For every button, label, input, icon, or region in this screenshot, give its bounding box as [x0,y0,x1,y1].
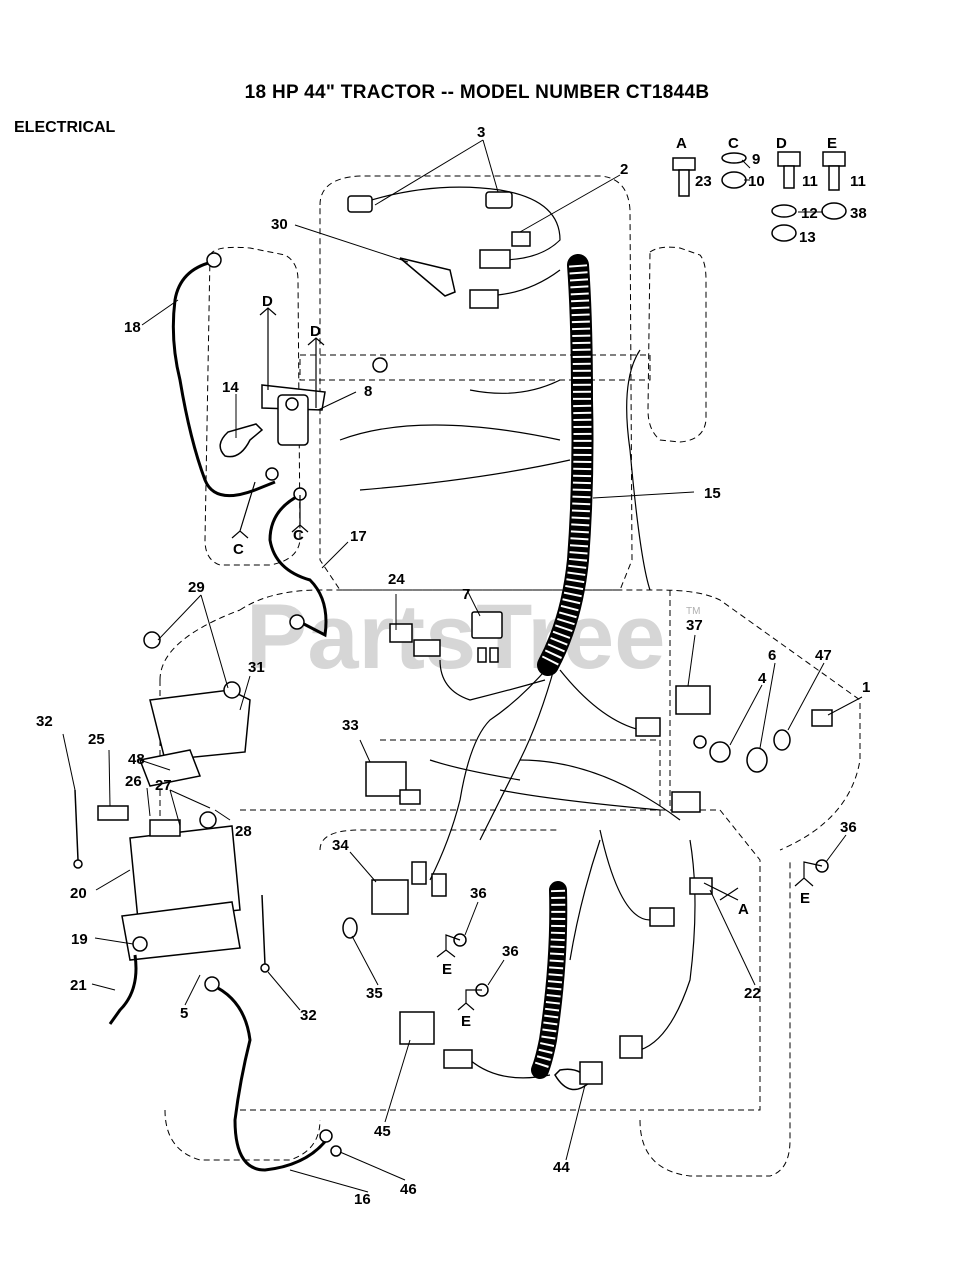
ignition-switch-group [471,611,503,663]
callout-27: 27 [155,777,172,794]
callout-19: 19 [71,931,88,948]
starter-solenoid [261,384,326,501]
callout-25: 25 [88,731,105,748]
ground-clips-36 [453,859,829,997]
callout-numbers: 1 2 3 4 5 6 7 8 14 15 16 17 18 19 20 21 … [36,124,870,1208]
hardware-key-a: A [676,135,687,152]
callout-16: 16 [354,1191,371,1208]
callout-21: 21 [70,977,87,994]
callout-46: 46 [400,1181,417,1198]
callout-14: 14 [222,379,239,396]
callout-32: 32 [300,1007,317,1024]
callout-17: 17 [350,528,367,545]
hour-meter [365,761,421,805]
callout-47: 47 [815,647,832,664]
grommet-35 [342,917,358,939]
hardware-part: 38 [850,205,867,222]
callout-30: 30 [271,216,288,233]
tractor-outline [159,175,861,1177]
ref-marker-c: C [233,541,244,558]
callout-7: 7 [462,586,470,603]
wiring [339,186,696,1079]
callout-24: 24 [388,571,405,588]
callout-22: 22 [744,985,761,1002]
callout-36: 36 [470,885,487,902]
callout-29: 29 [188,579,205,596]
ref-marker-e: E [442,961,452,978]
hardware-part: 12 [801,205,818,222]
callout-31: 31 [248,659,265,676]
battery-assembly [97,631,251,1025]
ref-marker-e: E [800,890,810,907]
callout-18: 18 [124,319,141,336]
hardware-key-e: E [827,135,837,152]
headlights [347,191,513,213]
callout-33: 33 [342,717,359,734]
callout-36: 36 [840,819,857,836]
hardware-key-c: C [728,135,739,152]
harness-conduit [537,254,594,676]
connectors-lower [554,907,675,1091]
ref-marker-d: D [310,323,321,340]
ref-marker-a: A [738,901,749,918]
hardware-part: 11 [802,173,818,190]
cable-terminals [204,252,707,1157]
callout-1: 1 [862,679,870,696]
ignition-switch-4-6-47 [671,709,833,813]
hardware-fasteners [672,151,847,242]
ref-marker-labels: D D C C A E E E [233,293,810,1030]
relay-37 [635,685,711,737]
watermark: PartsTree [246,586,665,688]
section-label: ELECTRICAL [14,119,116,136]
page-title: 18 HP 44" TRACTOR -- MODEL NUMBER CT1844… [244,82,710,103]
hardware-part: 23 [695,173,712,190]
callout-32: 32 [36,713,53,730]
callout-37: 37 [686,617,703,634]
callout-8: 8 [364,383,372,400]
callout-48: 48 [128,751,145,768]
callout-15: 15 [704,485,721,502]
ref-marker-lines [231,307,823,1011]
leader-lines [62,139,863,1193]
callout-28: 28 [235,823,252,840]
callout-3: 3 [477,124,485,141]
callout-6: 6 [768,647,776,664]
battery-cables [171,260,332,1172]
hardware-legend: A 23 C 9 10 D 11 12 13 E 11 38 [676,135,867,246]
seat-switch-45 [399,1011,473,1069]
hardware-part: 13 [799,229,816,246]
ref-marker-d: D [262,293,273,310]
ref-marker-c: C [293,527,304,544]
bolts-32 [73,789,270,973]
pto-switch [371,861,447,915]
lower-conduit [531,881,568,1079]
headlight-switch [399,231,531,309]
callout-26: 26 [125,773,142,790]
watermark-trademark: TM [686,606,700,617]
callout-35: 35 [366,985,383,1002]
callout-20: 20 [70,885,87,902]
callout-34: 34 [332,837,349,854]
hardware-part: 10 [748,173,765,190]
hardware-key-d: D [776,135,787,152]
callout-2: 2 [620,161,628,178]
ref-marker-e: E [461,1013,471,1030]
hardware-part: 9 [752,151,760,168]
callout-45: 45 [374,1123,391,1140]
callout-5: 5 [180,1005,188,1022]
solenoid-mount [219,423,264,458]
callout-36: 36 [502,943,519,960]
callout-44: 44 [553,1159,570,1176]
hardware-part: 11 [850,173,866,190]
callout-4: 4 [758,670,767,687]
